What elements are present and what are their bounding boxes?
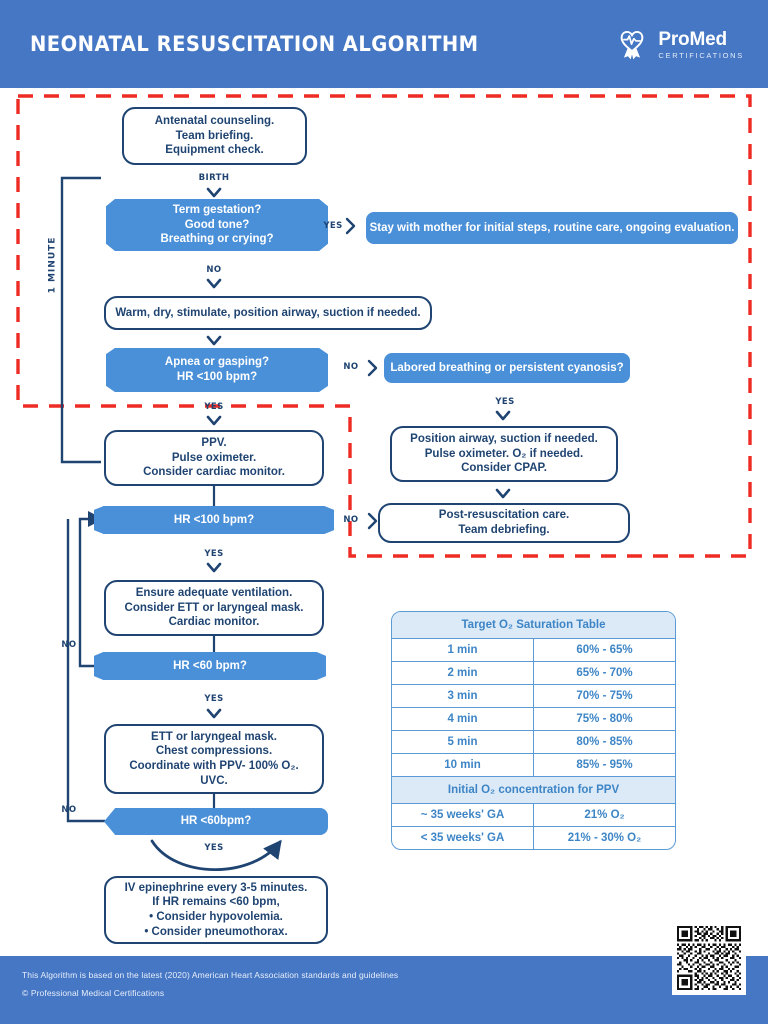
node-text: Labored breathing or persistent cyanosis…	[390, 361, 624, 374]
node-text: Ensure adequate ventilation.Consider ETT…	[124, 586, 304, 629]
cell-ga: < 35 weeks' GA	[392, 827, 534, 849]
cell-concentration: 21% - 30% O₂	[567, 832, 642, 844]
table-row: 4 min 75% - 80%	[392, 707, 675, 730]
edge-label-yes-hr60a: YES	[204, 694, 224, 704]
edge-label-birth: BIRTH	[198, 173, 230, 183]
cell-range: 70% - 75%	[576, 690, 633, 702]
edge-label-no-term-gestation: NO	[206, 265, 222, 275]
node-text: Apnea or gasping?HR <100 bpm?	[164, 356, 270, 383]
edge-label-yes-apnea: YES	[204, 402, 224, 412]
edge-label-yes-labored: YES	[495, 397, 515, 407]
node-text: Post-resuscitation care.Team debriefing.	[438, 509, 570, 536]
node-text: HR <60bpm?	[180, 815, 252, 828]
node-hr-under-60-decision[interactable]: HR <60 bpm?	[94, 652, 326, 680]
edge-label-yes-hr100: YES	[204, 549, 224, 559]
table-row: < 35 weeks' GA 21% - 30% O₂	[392, 826, 675, 849]
edge-label-no-hr100: NO	[343, 515, 359, 525]
footer-attribution: This Algorithm is based on the latest (2…	[22, 970, 399, 980]
table-row: 5 min 80% - 85%	[392, 730, 675, 753]
cell-range: 85% - 95%	[576, 759, 633, 771]
cell-ga: ~ 35 weeks' GA	[392, 804, 534, 826]
table-subheader: Initial O₂ concentration for PPV	[392, 777, 675, 803]
node-text: Warm, dry, stimulate, position airway, s…	[115, 306, 421, 319]
node-stay-with-mother[interactable]: Stay with mother for initial steps, rout…	[366, 212, 738, 244]
cell-concentration: 21% O₂	[584, 809, 625, 821]
node-text: HR <100 bpm?	[173, 513, 255, 526]
cell-time: 3 min	[392, 685, 534, 707]
node-text: HR <60 bpm?	[173, 659, 247, 672]
table-row: 3 min 70% - 75%	[392, 684, 675, 707]
heart-ecg-ribbon-icon	[614, 27, 650, 63]
table-row: 1 min 60% - 65%	[392, 638, 675, 661]
table-row: 10 min 85% - 95%	[392, 753, 675, 776]
node-ppv[interactable]: PPV.Pulse oximeter.Consider cardiac moni…	[104, 430, 324, 486]
cell-time: 2 min	[392, 662, 534, 684]
node-labored-breathing-decision[interactable]: Labored breathing or persistent cyanosis…	[384, 353, 630, 383]
edge-label-yes-stay-with-mother: YES	[323, 221, 343, 231]
node-text: Position airway, suction if needed.Pulse…	[410, 432, 598, 475]
node-text: IV epinephrine every 3-5 minutes.If HR r…	[124, 881, 308, 938]
brand-logo: ProMed CERTIFICATIONS	[614, 26, 744, 64]
node-apnea-gasping-decision[interactable]: Apnea or gasping?HR <100 bpm?	[106, 348, 328, 392]
cell-range: 65% - 70%	[576, 667, 633, 679]
node-warm-dry-stimulate[interactable]: Warm, dry, stimulate, position airway, s…	[104, 296, 432, 330]
node-hr-under-100-decision[interactable]: HR <100 bpm?	[94, 506, 334, 534]
node-text: Antenatal counseling.Team briefing.Equip…	[154, 114, 275, 157]
qr-code[interactable]	[672, 921, 746, 995]
page-title: NEONATAL RESUSCITATION ALGORITHM	[30, 32, 479, 56]
node-antenatal-counseling[interactable]: Antenatal counseling.Team briefing.Equip…	[122, 107, 307, 165]
node-position-airway[interactable]: Position airway, suction if needed.Pulse…	[390, 426, 618, 482]
cell-time: 1 min	[392, 639, 534, 661]
page-footer: This Algorithm is based on the latest (2…	[0, 956, 768, 1024]
edge-label-no-apnea: NO	[343, 362, 359, 372]
node-post-resuscitation-care[interactable]: Post-resuscitation care.Team debriefing.	[378, 503, 630, 543]
table-header: Target O₂ Saturation Table	[392, 612, 675, 638]
page-header: NEONATAL RESUSCITATION ALGORITHM ProMed …	[0, 0, 768, 88]
edge-label-no-hr60a: NO	[61, 640, 77, 650]
node-ensure-ventilation[interactable]: Ensure adequate ventilation.Consider ETT…	[104, 580, 324, 636]
node-text: Term gestation?Good tone?Breathing or cr…	[160, 203, 274, 246]
qr-code-icon	[677, 926, 741, 990]
cell-time: 10 min	[392, 754, 534, 776]
cell-range: 60% - 65%	[576, 644, 633, 656]
node-text: PPV.Pulse oximeter.Consider cardiac moni…	[143, 436, 285, 479]
edge-label-no-hr60b: NO	[61, 805, 77, 815]
node-hr-under-60bpm-decision[interactable]: HR <60bpm?	[104, 808, 328, 835]
cell-range: 75% - 80%	[576, 713, 633, 725]
edge-label-yes-hr60b: YES	[204, 843, 224, 853]
table-row: ~ 35 weeks' GA 21% O₂	[392, 803, 675, 826]
node-ett-chest-compressions[interactable]: ETT or laryngeal mask.Chest compressions…	[104, 724, 324, 794]
node-iv-epinephrine[interactable]: IV epinephrine every 3-5 minutes.If HR r…	[104, 876, 328, 944]
table-row: 2 min 65% - 70%	[392, 661, 675, 684]
target-o2-saturation-table: Target O₂ Saturation Table 1 min 60% - 65…	[391, 611, 676, 850]
node-text: ETT or laryngeal mask.Chest compressions…	[129, 730, 299, 787]
cell-time: 5 min	[392, 731, 534, 753]
cell-range: 80% - 85%	[576, 736, 633, 748]
timing-label-one-minute: 1 MINUTE	[47, 236, 58, 294]
logo-name: ProMed	[658, 29, 727, 51]
node-text: Stay with mother for initial steps, rout…	[369, 221, 735, 234]
node-term-gestation-decision[interactable]: Term gestation?Good tone?Breathing or cr…	[106, 199, 328, 251]
logo-subtitle: CERTIFICATIONS	[658, 51, 744, 61]
footer-copyright: © Professional Medical Certifications	[22, 988, 165, 998]
cell-time: 4 min	[392, 708, 534, 730]
